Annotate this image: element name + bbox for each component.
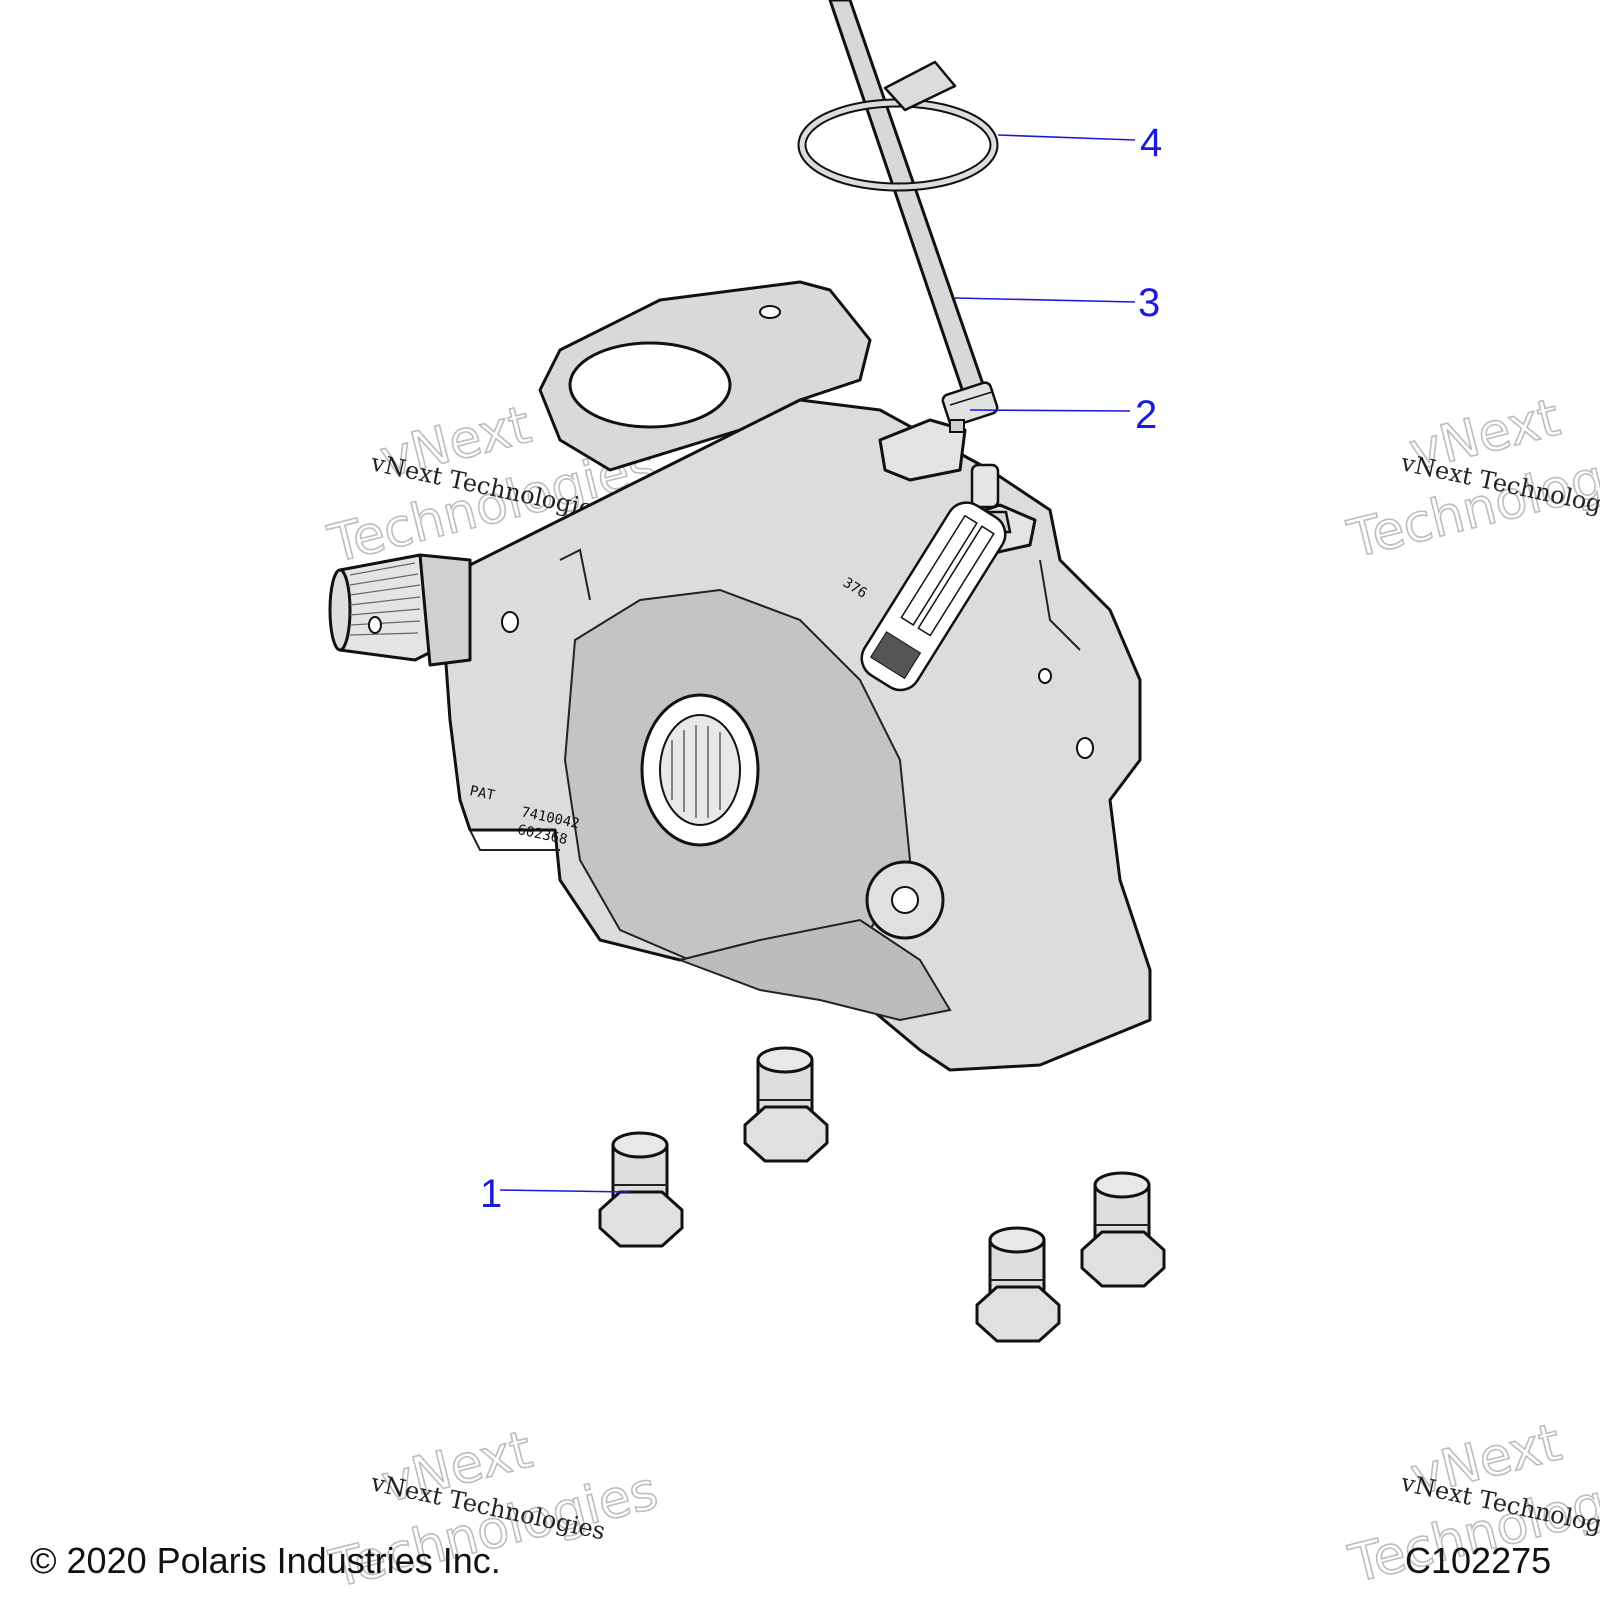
callout-1: 1 bbox=[480, 1172, 631, 1216]
callout-2-number: 2 bbox=[1135, 393, 1157, 437]
input-spline-shaft bbox=[328, 553, 472, 667]
hose-clamp bbox=[941, 381, 999, 433]
mounting-bolt-b bbox=[743, 1046, 829, 1163]
callout-3: 3 bbox=[954, 281, 1160, 325]
drawing-id: C102275 bbox=[1405, 1540, 1552, 1581]
mounting-bolt-a bbox=[598, 1131, 684, 1248]
copyright-notice: © 2020 Polaris Industries Inc. bbox=[30, 1540, 501, 1581]
gearcase-housing: 376 PAT 7410042 602368 bbox=[438, 280, 1152, 1072]
patent-line1: PAT bbox=[468, 783, 497, 804]
mount-bore bbox=[568, 341, 732, 429]
mounting-bolt-d bbox=[975, 1226, 1061, 1343]
callout-4-number: 4 bbox=[1140, 121, 1162, 165]
callout-3-number: 3 bbox=[1138, 281, 1160, 325]
cable-tie bbox=[797, 60, 999, 192]
callout-1-number: 1 bbox=[480, 1172, 502, 1216]
mounting-bolt-c bbox=[1080, 1171, 1166, 1288]
callout-2: 2 bbox=[969, 393, 1157, 437]
callout-4: 4 bbox=[997, 121, 1162, 165]
id-tag bbox=[860, 501, 1007, 692]
